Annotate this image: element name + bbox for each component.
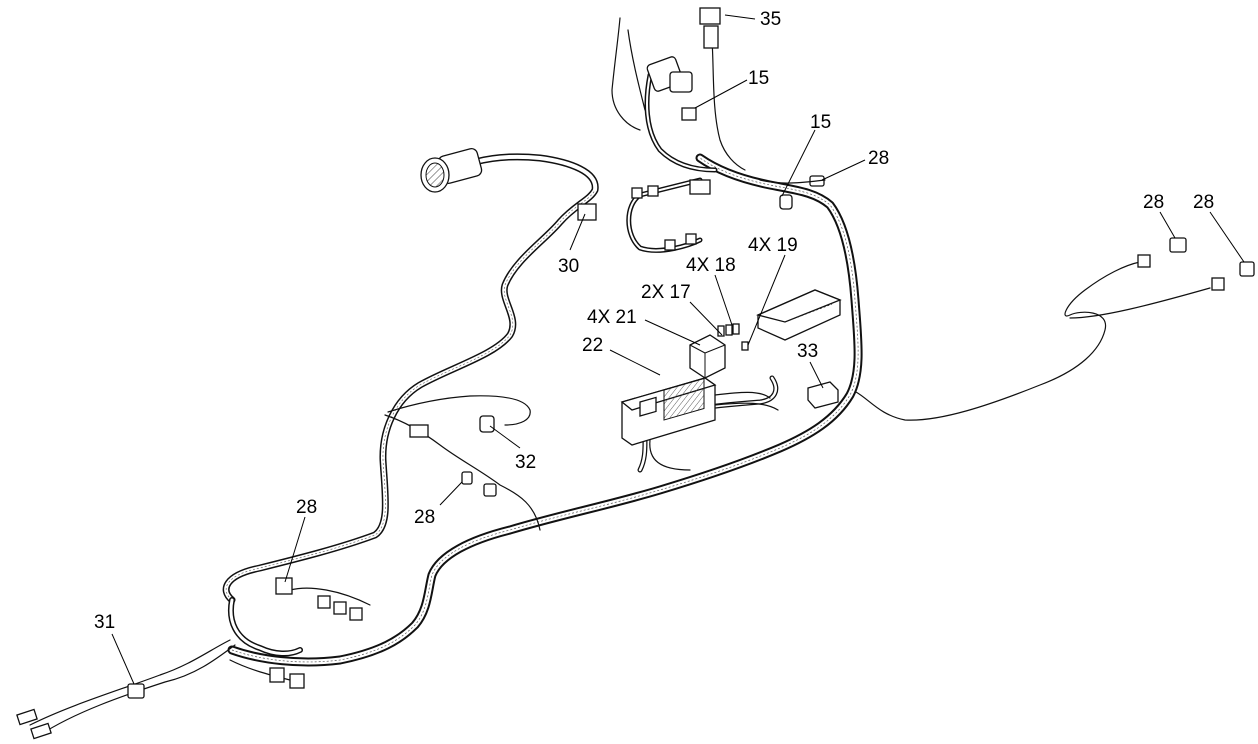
label-30: 30	[558, 256, 579, 277]
bottom-left-connector	[16, 683, 145, 740]
leader-lines	[111, 14, 1245, 685]
label-33: 33	[797, 341, 818, 362]
label-31: 31	[94, 612, 115, 633]
callout-labels: 35 15 15 28 28 28 30 4X 19 4X 18 2X 17 4…	[94, 9, 1214, 633]
label-28-center: 28	[414, 507, 435, 528]
far-right-parts	[1137, 237, 1255, 291]
small-parts-center	[409, 203, 597, 497]
label-28-left: 28	[296, 497, 317, 518]
label-28-right-a: 28	[1143, 192, 1164, 213]
small-fuses-17-18	[717, 323, 749, 351]
relay-21	[689, 334, 726, 379]
label-28-top: 28	[868, 148, 889, 169]
main-harness-trunk	[227, 153, 863, 667]
fuse-box-assembly	[620, 375, 779, 473]
top-connector-cluster	[611, 7, 826, 210]
label-4x18: 4X 18	[686, 255, 736, 276]
right-wire-branch	[855, 261, 1211, 421]
round-connector	[420, 147, 483, 193]
left-harness-branch	[222, 147, 599, 604]
label-22: 22	[582, 335, 603, 356]
lower-left-loop	[29, 597, 303, 736]
label-15-lower: 15	[810, 112, 831, 133]
side-branch-connectors	[626, 177, 711, 253]
label-2x17: 2X 17	[641, 282, 691, 303]
label-15-upper: 15	[748, 68, 769, 89]
label-4x21: 4X 21	[587, 307, 637, 328]
label-32: 32	[515, 452, 536, 473]
module-box	[756, 289, 842, 341]
label-28-right-b: 28	[1193, 192, 1214, 213]
label-4x19: 4X 19	[748, 235, 798, 256]
lower-left-connectors	[269, 577, 371, 689]
bracket-33	[807, 381, 839, 409]
label-35: 35	[760, 9, 781, 30]
